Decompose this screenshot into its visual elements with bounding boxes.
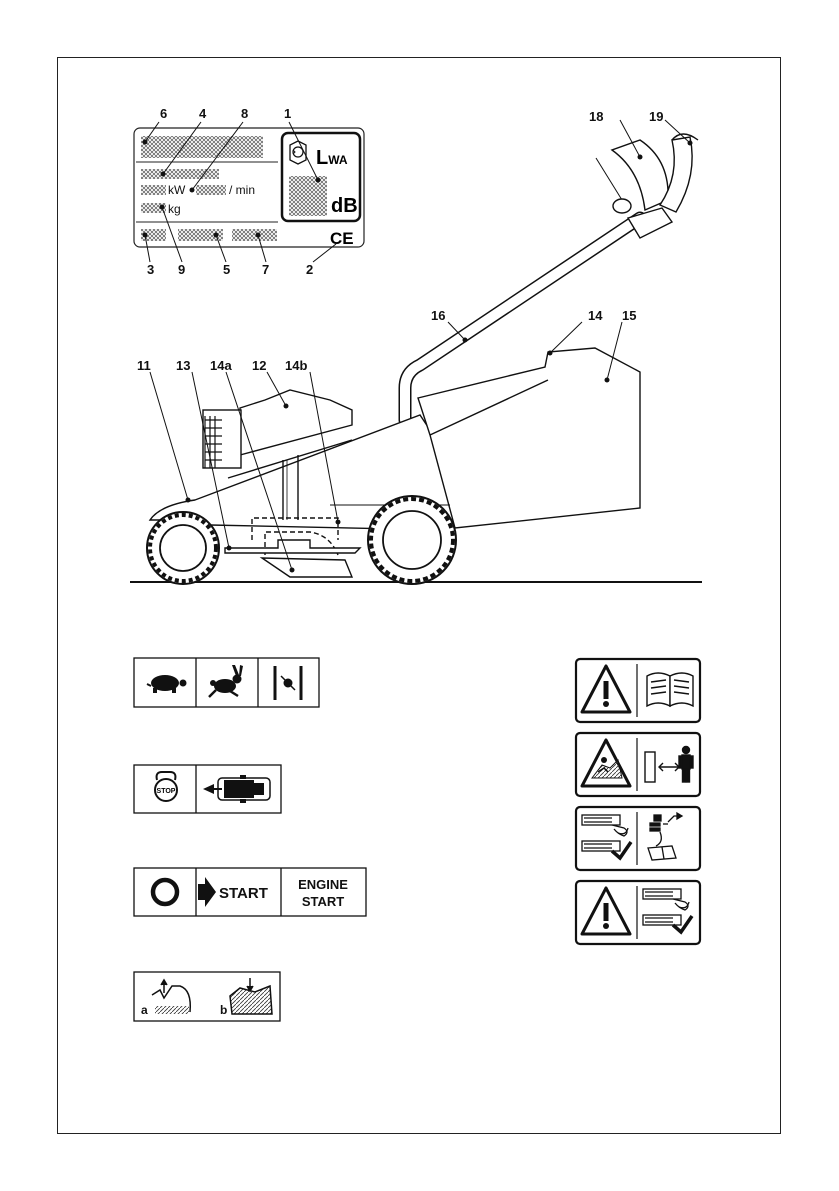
- callout-14a: 14a: [210, 358, 232, 373]
- front-wheel: [147, 512, 219, 584]
- handle-grip: [628, 208, 672, 238]
- warning-blade-decal: [576, 881, 700, 944]
- callout-14b: 14b: [285, 358, 307, 373]
- callout-4: 4: [199, 106, 207, 121]
- start-decal: START ENGINE START: [134, 868, 366, 916]
- field-lwa-value: [289, 176, 327, 216]
- off-circle-icon: [153, 880, 177, 904]
- callout-7: 7: [262, 262, 269, 277]
- decal-label-a: a: [141, 1003, 148, 1017]
- decal-label-b: b: [220, 1003, 227, 1017]
- ce-mark: CE: [330, 229, 354, 248]
- callout-16: 16: [431, 308, 445, 323]
- engine-fins: [203, 410, 241, 468]
- engine-start-line1: ENGINE: [298, 877, 348, 892]
- callout-14: 14: [588, 308, 603, 323]
- noise-icon: [290, 141, 306, 164]
- callout-8: 8: [241, 106, 248, 121]
- unit-kg: kg: [168, 202, 181, 216]
- stop-decal: STOP: [134, 765, 281, 813]
- callout-2: 2: [306, 262, 313, 277]
- cutting-blade: [262, 558, 352, 577]
- warning-read-manual-decal: [576, 659, 700, 722]
- rear-wheel: [368, 496, 456, 584]
- callout-15: 15: [622, 308, 636, 323]
- callout-6: 6: [160, 106, 167, 121]
- manual-book-icon: [647, 673, 693, 706]
- warning-blade-maintenance-decal: [576, 807, 700, 870]
- bag-level-decal: a b: [134, 972, 280, 1021]
- callout-13: 13: [176, 358, 190, 373]
- stop-icon: STOP: [155, 772, 177, 801]
- unit-kw: kW: [168, 183, 186, 197]
- engine-start-line2: START: [302, 894, 344, 909]
- unit-rpm: / min: [229, 183, 255, 197]
- callout-12: 12: [252, 358, 266, 373]
- grass-bag: [418, 348, 640, 528]
- callout-3: 3: [147, 262, 154, 277]
- field-6: [141, 136, 263, 158]
- field-kw: [141, 185, 166, 195]
- speed-decal: [134, 658, 319, 707]
- field-4: [141, 169, 219, 179]
- callout-18: 18: [589, 109, 603, 124]
- field-7: [232, 229, 277, 241]
- callout-5: 5: [223, 262, 230, 277]
- db-label: dB: [331, 195, 358, 217]
- stop-label: STOP: [157, 788, 176, 795]
- rating-plate: kW / min kg LWA dB CE: [134, 106, 364, 277]
- field-8: [196, 185, 226, 195]
- brake-lever: [613, 199, 631, 213]
- callout-11: 11: [137, 358, 151, 373]
- warning-thrown-objects-decal: [576, 733, 700, 796]
- callout-9: 9: [178, 262, 185, 277]
- start-label: START: [219, 885, 268, 902]
- callout-1: 1: [284, 106, 291, 121]
- callout-19: 19: [649, 109, 663, 124]
